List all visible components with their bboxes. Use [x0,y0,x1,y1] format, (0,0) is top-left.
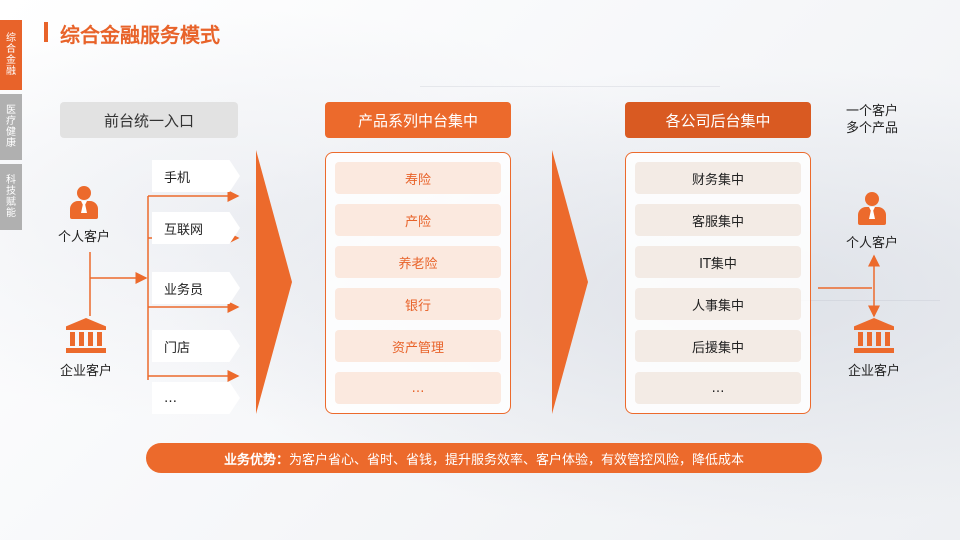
page-title: 综合金融服务模式 [60,23,220,47]
bank-icon [854,318,894,354]
bank-icon [66,318,106,354]
advantage-banner: 业务优势： 为客户省心、省时、省钱，提升服务效率、客户体验，有效管控风险，降低成… [146,443,822,473]
individual-customer: 个人客户 [58,186,110,245]
backend-item[interactable]: 后援集中 [635,330,801,362]
channel-agent[interactable]: 业务员 [152,272,240,304]
title-accent-bar [44,22,48,42]
person-icon [857,192,887,226]
note-line: 多个产品 [846,121,899,136]
front-header: 前台统一入口 [60,102,238,138]
one-customer-note: 一个客户 多个产品 [846,103,898,137]
side-tab-health[interactable]: 医疗健康 [0,94,22,160]
backend-item[interactable]: 人事集中 [635,288,801,320]
note-line: 一个客户 [846,104,899,119]
flow-arrow [256,150,292,414]
channel-store[interactable]: 门店 [152,330,240,362]
side-tab-tech[interactable]: 科技赋能 [0,164,22,230]
product-item[interactable]: 产险 [335,204,501,236]
flow-arrow [552,150,588,414]
channel-mobile[interactable]: 手机 [152,160,240,192]
middle-header: 产品系列中台集中 [325,102,511,138]
right-enterprise-label: 企业客户 [848,364,901,379]
individual-customer-label: 个人客户 [58,230,111,245]
right-individual-customer: 个人客户 [846,192,898,251]
product-panel: 寿险 产险 养老险 银行 资产管理 … [325,152,511,414]
backend-item[interactable]: IT集中 [635,246,801,278]
background-line [420,86,720,87]
enterprise-customer: 企业客户 [60,318,112,379]
product-item[interactable]: 资产管理 [335,330,501,362]
right-enterprise-customer: 企业客户 [848,318,900,379]
product-item[interactable]: … [335,372,501,404]
product-item[interactable]: 寿险 [335,162,501,194]
product-item[interactable]: 养老险 [335,246,501,278]
back-header: 各公司后台集中 [625,102,811,138]
backend-item[interactable]: … [635,372,801,404]
right-individual-label: 个人客户 [846,236,899,251]
product-item[interactable]: 银行 [335,288,501,320]
enterprise-customer-label: 企业客户 [60,364,113,379]
side-tab-finance[interactable]: 综合金融 [0,20,22,90]
advantage-label: 业务优势： [223,452,289,468]
backend-item[interactable]: 客服集中 [635,204,801,236]
channel-more[interactable]: … [152,382,240,414]
backend-item[interactable]: 财务集中 [635,162,801,194]
person-icon [69,186,99,220]
advantage-text: 为客户省心、省时、省钱，提升服务效率、客户体验，有效管控风险，降低成本 [289,452,745,468]
channel-internet[interactable]: 互联网 [152,212,240,244]
backend-panel: 财务集中 客服集中 IT集中 人事集中 后援集中 … [625,152,811,414]
side-nav: 综合金融 医疗健康 科技赋能 [0,20,22,234]
